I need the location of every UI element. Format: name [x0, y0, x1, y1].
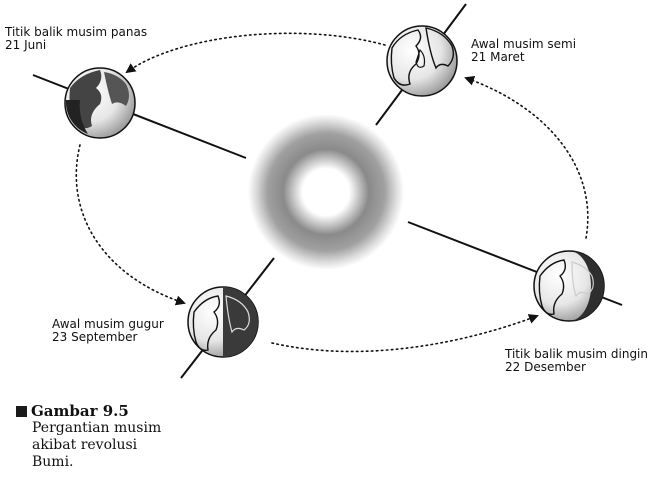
caption-title: Gambar 9.5: [31, 402, 129, 420]
caption-line-1: Pergantian musim: [32, 420, 162, 436]
label-winter: Titik balik musim dingin 22 Desember: [505, 348, 648, 374]
earth-winter: [533, 250, 605, 322]
caption-heading: Gambar 9.5: [16, 402, 216, 420]
label-summer-date: 21 Juni: [5, 38, 47, 52]
sun: [248, 114, 404, 270]
earth-summer: [64, 67, 136, 139]
label-autumn-date: 23 September: [52, 330, 138, 344]
orbit-arrow-winter-to-spring: [464, 75, 589, 239]
label-spring-title: Awal musim semi: [471, 37, 577, 51]
label-autumn-title: Awal musim gugur: [52, 317, 164, 331]
label-spring-date: 21 Maret: [471, 50, 525, 64]
label-spring: Awal musim semi 21 Maret: [471, 38, 576, 64]
label-summer: Titik balik musim panas 21 Juni: [5, 26, 147, 52]
orbit-arrow-spring-to-summer: [125, 32, 386, 74]
axis-summer: [32, 74, 247, 159]
orbit-arrow-summer-to-autumn: [75, 144, 186, 306]
caption-line-3: Bumi.: [32, 454, 74, 470]
label-winter-date: 22 Desember: [505, 360, 586, 374]
label-winter-title: Titik balik musim dingin: [505, 347, 648, 361]
orbit-path: [75, 32, 589, 353]
caption-square-icon: [16, 405, 27, 417]
label-autumn: Awal musim gugur 23 September: [52, 318, 164, 344]
orbit-arrow-autumn-to-winter: [271, 314, 539, 353]
caption-body: Pergantian musim akibat revolusi Bumi.: [32, 420, 216, 471]
earth-spring: [386, 25, 458, 97]
earth-autumn: [187, 286, 259, 358]
label-summer-title: Titik balik musim panas: [5, 25, 148, 39]
caption-line-2: akibat revolusi: [32, 437, 138, 453]
figure-caption: Gambar 9.5 Pergantian musim akibat revol…: [16, 402, 216, 471]
